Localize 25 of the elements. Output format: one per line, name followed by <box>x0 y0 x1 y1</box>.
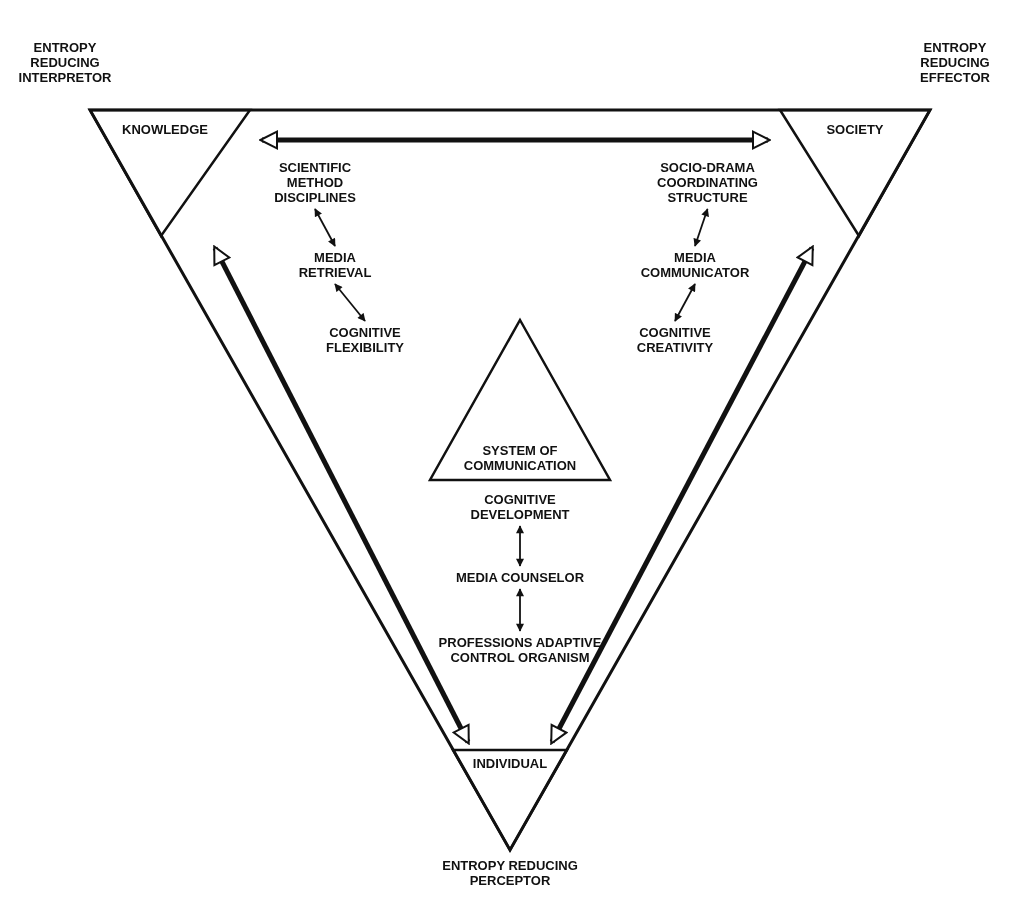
concept-label: PROFESSIONS ADAPTIVE CONTROL ORGANISM <box>437 635 603 665</box>
double-arrow <box>516 525 524 567</box>
double-arrow <box>212 245 471 745</box>
concept-label: COGNITIVE FLEXIBILITY <box>325 325 405 355</box>
region-label: SOCIETY <box>825 122 885 137</box>
double-arrow <box>693 208 709 247</box>
corner-caption: ENTROPY REDUCING INTERPRETOR <box>17 40 113 85</box>
double-arrow <box>334 283 366 322</box>
double-arrow <box>516 588 524 632</box>
double-arrow <box>259 130 771 150</box>
concept-label: COGNITIVE DEVELOPMENT <box>469 492 571 522</box>
concept-label: MEDIA COMMUNICATOR <box>640 250 750 280</box>
concept-label: COGNITIVE CREATIVITY <box>635 325 715 355</box>
region-label: KNOWLEDGE <box>121 122 209 137</box>
concept-label: SCIENTIFIC METHOD DISCIPLINES <box>273 160 357 205</box>
double-arrow <box>314 208 336 247</box>
concept-label: MEDIA RETRIEVAL <box>297 250 373 280</box>
corner-caption: ENTROPY REDUCING EFFECTOR <box>919 40 991 85</box>
double-arrow <box>549 245 815 745</box>
concept-label: MEDIA COUNSELOR <box>454 570 586 585</box>
double-arrow <box>674 283 696 322</box>
concept-label: SOCIO-DRAMA COORDINATING STRUCTURE <box>656 160 759 205</box>
region-label: INDIVIDUAL <box>471 756 549 771</box>
corner-caption: ENTROPY REDUCING PERCEPTOR <box>441 858 579 888</box>
center-label: SYSTEM OF COMMUNICATION <box>462 443 578 473</box>
